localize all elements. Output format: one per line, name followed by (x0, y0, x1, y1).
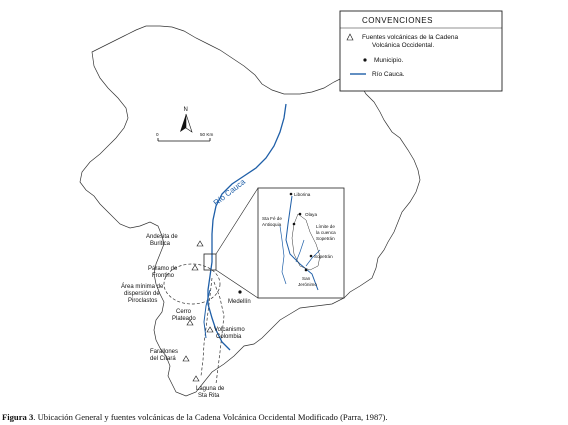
scale-bar: 0 50 Km (156, 132, 213, 142)
label-area-2: dispersión de (124, 291, 160, 297)
label-paramo-2: Frontino (152, 273, 175, 279)
label-volcanismo-1: Volcanismo (214, 327, 245, 333)
label-area-3: Piroclastos (128, 298, 157, 304)
label-cerro-1: Cerro (176, 309, 192, 315)
inset-basin-boundary (291, 213, 321, 271)
inset-tributary-2 (295, 239, 305, 263)
town-dot-liborina (289, 192, 293, 196)
inset-label-olaya: Olaya (305, 212, 317, 217)
label-laguna-1: Laguna de (196, 386, 225, 392)
label-andesita-1: Andesita de (146, 234, 178, 240)
town-dot-olaya (298, 212, 302, 216)
figure-caption: Figura 3. Ubicación General y fuentes vo… (2, 412, 566, 422)
legend-item-volcano-1: Fuentes volcánicas de la Cadena (362, 34, 459, 41)
inset-cauca-river (285, 195, 319, 291)
town-dot-sopetran (309, 254, 313, 258)
inset-label-sopetran: Sopetrán (314, 254, 333, 259)
study-area-box (203, 253, 217, 271)
volcano-icon-farallones (182, 355, 190, 362)
volcanic-sources (182, 240, 214, 382)
volcanic-belt-boundary (200, 277, 213, 377)
volcanic-belt-boundary-east (213, 281, 225, 385)
volcano-icon-laguna (192, 375, 200, 382)
inset-tributary (279, 225, 287, 285)
legend-volcano-icon (346, 33, 354, 41)
label-farallones-2: del Citará (150, 356, 176, 362)
inset-connector-bottom (215, 269, 259, 299)
label-volcanismo-2: Colombia (216, 334, 242, 340)
cauca-river-label: Río Cauca (212, 177, 248, 208)
scale-start: 0 (156, 132, 159, 137)
town-dot-san-jeronimo (304, 268, 308, 272)
inset-label-stafe-1: Sta Fé de (262, 216, 282, 221)
caption-text: . Ubicación General y fuentes volcánicas… (33, 412, 388, 422)
inset-connector-top (215, 187, 259, 255)
volcano-icon-buritica (196, 240, 204, 247)
label-cerro-2: Plateado (172, 316, 196, 322)
legend-item-river: Río Cauca. (372, 71, 405, 78)
municipality-dot-medellin (238, 290, 242, 294)
cauca-river-tributary (203, 289, 211, 339)
legend-item-municipality: Municipio. (374, 57, 403, 64)
cauca-river (207, 103, 287, 351)
label-andesita-2: Buritica (150, 241, 171, 247)
volcano-icon-cerro-plateado (186, 319, 194, 326)
volcano-icon-frontino (191, 264, 199, 271)
label-farallones-1: Farallones (150, 349, 178, 355)
label-paramo-1: Páramo de (148, 266, 178, 272)
scale-end: 50 Km (200, 132, 213, 137)
inset-tributary-3 (305, 249, 321, 267)
caption-bold: Figura 3 (2, 412, 34, 422)
inset-label-liborina: Liborina (294, 192, 311, 197)
legend-title: CONVENCIONES (362, 16, 433, 25)
town-dot-santa-fe (292, 222, 296, 226)
label-area-1: Área mínima de (121, 283, 164, 290)
inset-label-limite-2: la cuenca (316, 230, 336, 235)
inset-label-limite-3: Sopetrán (316, 236, 335, 241)
volcano-icon-colombia (206, 326, 214, 333)
inset-label-sanjer-2: Jerónimo (298, 282, 317, 287)
inset-label-stafe-2: Antioquia (262, 222, 282, 227)
legend-municipality-icon (363, 58, 367, 62)
inset-label-sanjer-1: San (302, 276, 311, 281)
label-laguna-2: Sta Rita (198, 393, 220, 399)
department-outline (79, 25, 421, 397)
legend: CONVENCIONES Fuentes volcánicas de la Ca… (339, 10, 503, 92)
north-label: N (184, 107, 188, 113)
pyroclast-dispersion-area (163, 263, 221, 305)
legend-item-volcano-2: Volcánica Occidental. (372, 42, 434, 49)
inset-map: Liborina Olaya Sta Fé de Antioquia Límit… (257, 187, 345, 299)
inset-label-limite-1: Límite de (316, 224, 335, 229)
label-medellin: Medellín (228, 299, 251, 305)
north-arrow-icon: N (180, 107, 193, 133)
